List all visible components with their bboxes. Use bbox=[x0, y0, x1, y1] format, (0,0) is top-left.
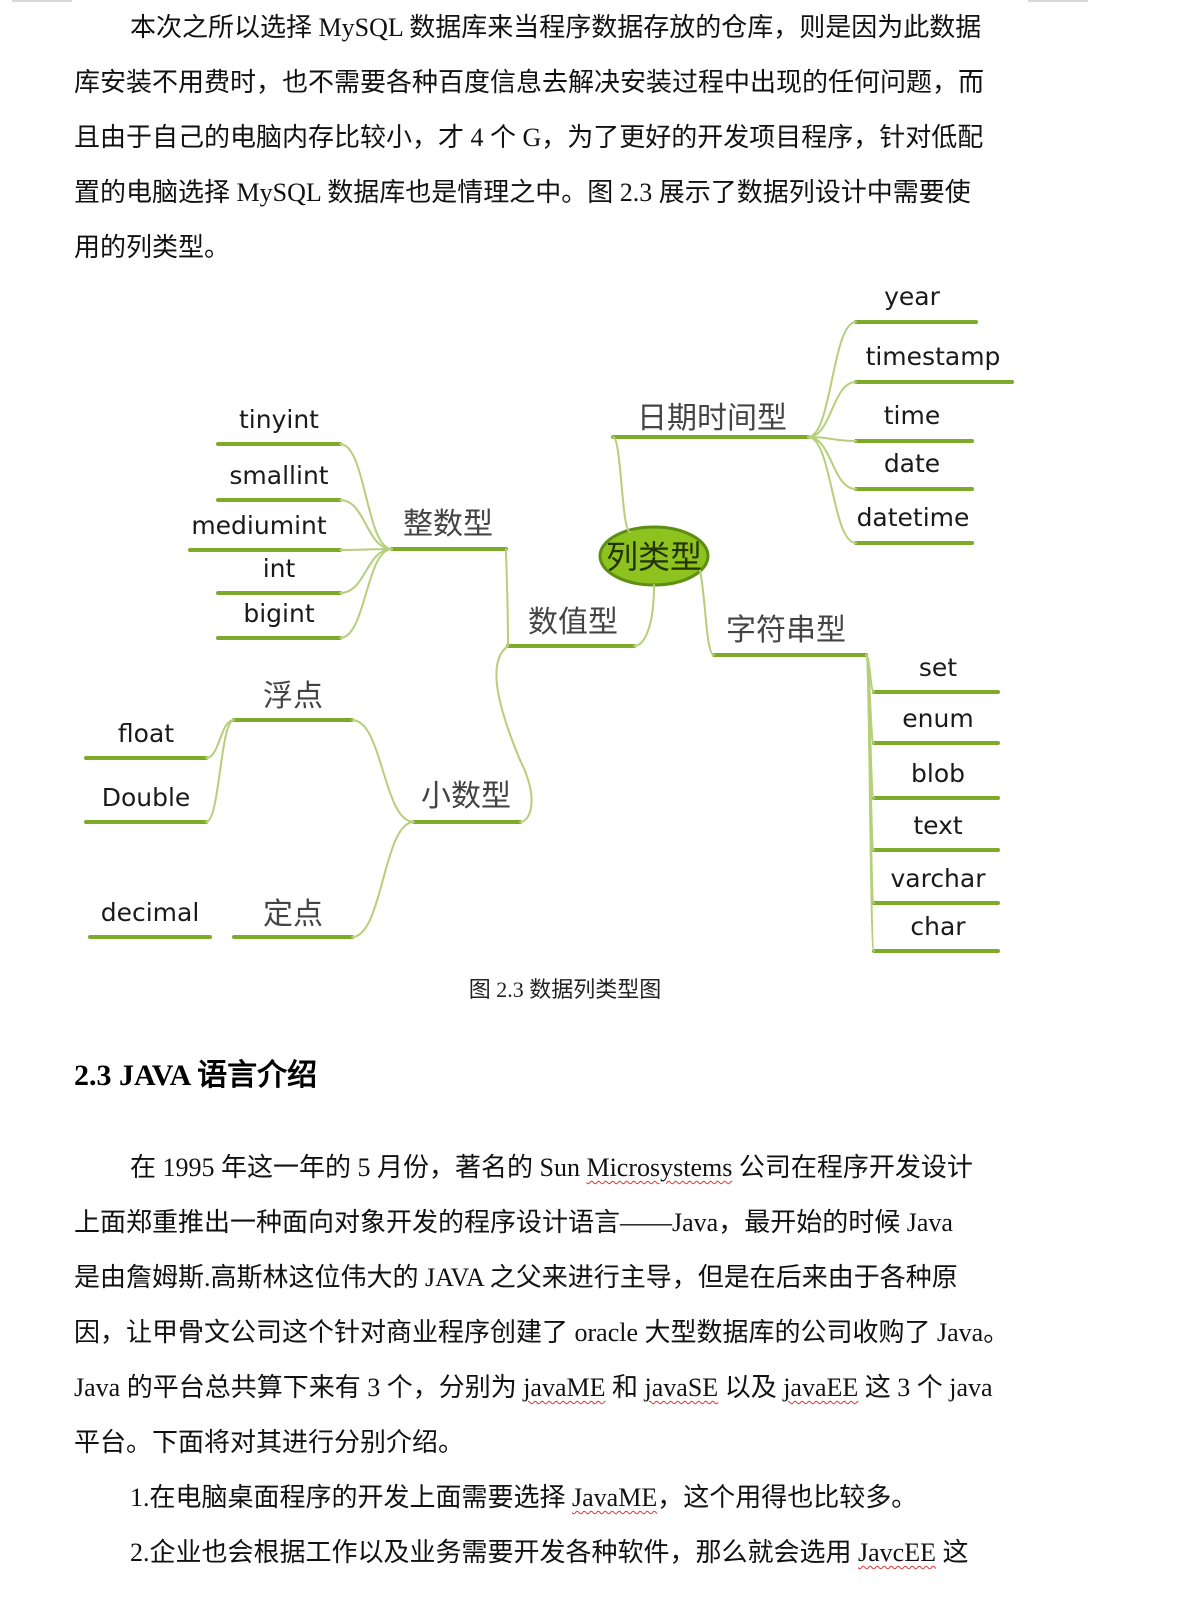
intro-line-4: 置的电脑选择 MySQL 数据库也是情理之中。图 2.3 展示了数据列设计中需要… bbox=[74, 178, 971, 207]
string-leaf-line bbox=[865, 654, 875, 952]
integer-leaf-line bbox=[339, 548, 393, 639]
branch-label-integer: 整数型 bbox=[403, 508, 493, 541]
float-leaf-line bbox=[205, 719, 235, 823]
figure-caption: 图 2.3 数据列类型图 bbox=[468, 977, 662, 1002]
root-to-string-line bbox=[699, 569, 715, 656]
integer-leaf-line bbox=[339, 499, 393, 550]
leaf-label-datetime: datetime bbox=[857, 503, 970, 532]
text-run: 1.在电脑桌面程序的开发上面需要选择 bbox=[130, 1483, 573, 1512]
datetime-leaf-line bbox=[807, 436, 857, 490]
leaf-label-string: blob bbox=[911, 759, 965, 788]
numeric-to-integer-line bbox=[505, 548, 509, 647]
text-run: 这 3 个 java bbox=[858, 1373, 993, 1402]
datetime-leaf-line bbox=[807, 381, 857, 438]
java-paragraph: 在 1995 年这一年的 5 月份，著名的 Sun Microsystems 公… bbox=[74, 1140, 1045, 1580]
text-run-spellcheck: Microsystems bbox=[586, 1153, 733, 1182]
text-run: Java 的平台总共算下来有 3 个，分别为 bbox=[74, 1373, 524, 1402]
list-item-2: 2.企业也会根据工作以及业务需要开发各种软件，那么就会选用 JavcEE 这 bbox=[74, 1525, 1045, 1580]
text-run-spellcheck: JavaME bbox=[572, 1483, 658, 1512]
intro-line-5: 用的列类型。 bbox=[74, 233, 231, 262]
page-corner-mark bbox=[1028, 0, 1088, 2]
intro-line-1: 本次之所以选择 MySQL 数据库来当程序数据存放的仓库，则是因为此数据 bbox=[130, 13, 982, 42]
datetime-leaf-line bbox=[807, 436, 857, 544]
branch-label-float: 浮点 bbox=[263, 680, 323, 713]
leaf-label-integer: smallint bbox=[229, 461, 328, 490]
section-heading: 2.3 JAVA 语言介绍 bbox=[74, 1059, 318, 1092]
leaf-label-string: varchar bbox=[890, 864, 986, 893]
intro-line-3: 且由于自己的电脑内存比较小，才 4 个 G，为了更好的开发项目程序，针对低配 bbox=[74, 123, 984, 152]
text-run: 这 bbox=[935, 1538, 969, 1567]
text-run: ，这个用得也比较多。 bbox=[657, 1483, 918, 1512]
list-item-1: 1.在电脑桌面程序的开发上面需要选择 JavaME，这个用得也比较多。 bbox=[74, 1470, 1045, 1525]
datetime-leaf-line bbox=[807, 321, 857, 438]
leaf-label-integer: tinyint bbox=[239, 405, 319, 434]
leaf-label-datetime: year bbox=[884, 282, 940, 311]
branch-label-fixed: 定点 bbox=[263, 898, 323, 931]
page-corner-mark bbox=[12, 0, 72, 2]
java-line-2: 上面郑重推出一种面向对象开发的程序设计语言——Java，最开始的时候 Java bbox=[74, 1208, 953, 1237]
leaf-label-float: Double bbox=[102, 783, 191, 812]
leaf-label-string: text bbox=[913, 811, 963, 840]
branch-label-decimal: 小数型 bbox=[421, 780, 511, 813]
leaf-label-string: char bbox=[910, 912, 966, 941]
text-run: 在 1995 年这一年的 5 月份，著名的 Sun bbox=[130, 1153, 587, 1182]
leaf-label-datetime: time bbox=[884, 401, 940, 430]
text-run-spellcheck: javaSE bbox=[644, 1373, 719, 1402]
leaf-label-datetime: timestamp bbox=[866, 342, 1001, 371]
leaf-label-integer: bigint bbox=[243, 599, 314, 628]
leaf-label-integer: int bbox=[263, 554, 296, 583]
branch-label-datetime: 日期时间型 bbox=[637, 402, 787, 435]
java-line-6: 平台。下面将对其进行分别介绍。 bbox=[74, 1428, 465, 1457]
branch-label-numeric: 数值型 bbox=[528, 606, 618, 639]
text-run: 和 bbox=[605, 1373, 645, 1402]
integer-leaf-line bbox=[339, 548, 393, 594]
decimal-to-float-line bbox=[351, 719, 415, 823]
numeric-to-decimal-line bbox=[495, 645, 533, 823]
leaf-label-datetime: date bbox=[884, 449, 940, 478]
text-run-spellcheck: javaME bbox=[523, 1373, 606, 1402]
text-run: 以及 bbox=[718, 1373, 784, 1402]
java-line-4: 因，让甲骨文公司这个针对商业程序创建了 oracle 大型数据库的公司收购了 J… bbox=[74, 1318, 1010, 1347]
java-line-3: 是由詹姆斯.高斯林这位伟大的 JAVA 之父来进行主导，但是在后来由于各种原 bbox=[74, 1263, 958, 1292]
root-to-datetime-line bbox=[612, 436, 631, 533]
leaf-label-integer: mediumint bbox=[191, 511, 327, 540]
decimal-to-fixed-line bbox=[351, 821, 415, 938]
text-run-spellcheck: JavcEE bbox=[858, 1538, 936, 1567]
leaf-label-string: enum bbox=[902, 704, 973, 733]
intro-paragraph: 本次之所以选择 MySQL 数据库来当程序数据存放的仓库，则是因为此数据 库安装… bbox=[74, 0, 1045, 275]
text-run: 2.企业也会根据工作以及业务需要开发各种软件，那么就会选用 bbox=[130, 1538, 859, 1567]
intro-line-2: 库安装不用费时，也不需要各种百度信息去解决安装过程中出现的任何问题，而 bbox=[74, 68, 985, 97]
leaf-label-float: float bbox=[118, 719, 174, 748]
leaf-label-string: set bbox=[919, 653, 957, 682]
branch-label-string: 字符串型 bbox=[726, 614, 846, 647]
java-line-1: 在 1995 年这一年的 5 月份，著名的 Sun Microsystems 公… bbox=[74, 1140, 1045, 1195]
text-run: 公司在程序开发设计 bbox=[732, 1153, 973, 1182]
root-to-numeric-line bbox=[633, 584, 655, 647]
text-run-spellcheck: javaEE bbox=[783, 1373, 859, 1402]
java-line-5: Java 的平台总共算下来有 3 个，分别为 javaME 和 javaSE 以… bbox=[74, 1360, 1045, 1415]
leaf-label-fixed: decimal bbox=[101, 898, 200, 927]
mindmap-root-label: 列类型 bbox=[606, 539, 702, 575]
integer-leaf-line bbox=[339, 443, 393, 550]
